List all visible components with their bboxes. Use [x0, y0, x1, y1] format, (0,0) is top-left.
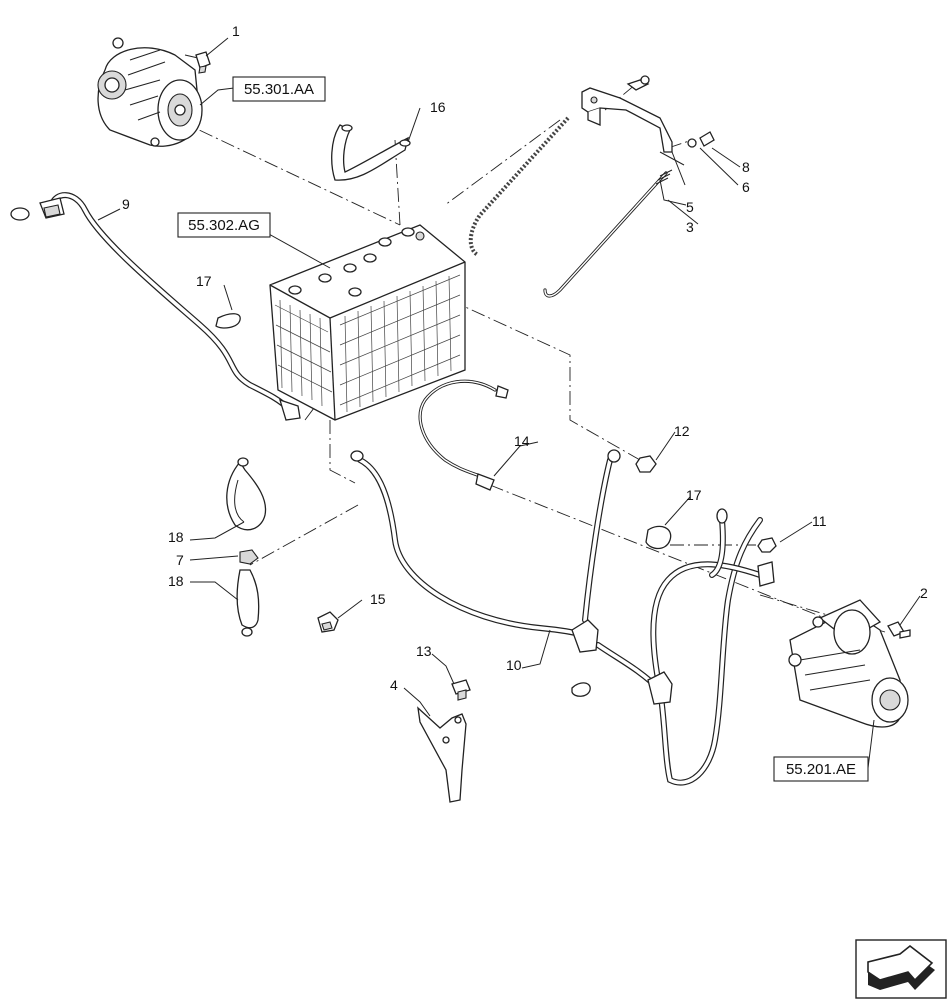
svg-text:55.302.AG: 55.302.AG [188, 217, 260, 234]
callout-9: 9 [122, 196, 130, 212]
bolt-1[interactable] [195, 51, 211, 74]
callout-15: 15 [370, 591, 386, 607]
bolt-13[interactable] [451, 679, 471, 701]
callout-18-lower: 18 [168, 573, 184, 589]
nut-12[interactable] [635, 455, 657, 473]
callout-13: 13 [416, 643, 432, 659]
ground-strap-upper[interactable] [226, 457, 267, 531]
battery-strap[interactable] [331, 124, 411, 181]
washer-6[interactable] [687, 138, 697, 148]
hidden-rod-dotted [468, 116, 570, 257]
callout-2: 2 [920, 585, 928, 601]
callout-16: 16 [430, 99, 446, 115]
callout-17-lower: 17 [686, 487, 702, 503]
reference-label-55-201-AE[interactable]: 55.201.AE [773, 756, 869, 782]
clip-17-lower[interactable] [645, 525, 672, 550]
reference-label-55-301-AA[interactable]: 55.301.AA [232, 76, 326, 102]
sensor-15[interactable] [317, 611, 339, 633]
bolt-2[interactable] [887, 621, 911, 639]
callout-5: 5 [686, 199, 694, 215]
callout-4: 4 [390, 677, 398, 693]
bolt-8[interactable] [699, 131, 715, 147]
clip-17-upper[interactable] [215, 313, 241, 329]
callout-14: 14 [514, 433, 530, 449]
callout-1: 1 [232, 23, 240, 39]
callout-17-upper: 17 [196, 273, 212, 289]
next-page-arrow-icon[interactable] [855, 939, 947, 999]
callout-3: 3 [686, 219, 694, 235]
callout-18-upper: 18 [168, 529, 184, 545]
part-callouts: 1 2 3 4 5 6 7 8 9 10 11 12 13 14 15 16 1… [122, 23, 928, 693]
alternator-harness[interactable] [10, 192, 301, 421]
hold-down-rod[interactable] [543, 169, 673, 298]
nut-11[interactable] [757, 537, 777, 553]
reference-label-55-302-AG[interactable]: 55.302.AG [177, 212, 271, 238]
callout-10: 10 [506, 657, 522, 673]
svg-text:55.301.AA: 55.301.AA [244, 81, 314, 98]
star-washer-7[interactable] [239, 549, 259, 565]
svg-text:55.201.AE: 55.201.AE [786, 761, 856, 778]
mounting-bracket-4[interactable] [417, 706, 467, 803]
main-battery-cable[interactable] [350, 449, 775, 786]
callout-7: 7 [176, 552, 184, 568]
battery-hold-bracket[interactable] [581, 75, 673, 153]
starter-motor[interactable] [788, 599, 909, 728]
callout-8: 8 [742, 159, 750, 175]
battery[interactable] [269, 224, 466, 421]
callout-6: 6 [742, 179, 750, 195]
callout-11: 11 [812, 513, 827, 529]
leader-lines [97, 37, 921, 769]
callout-12: 12 [674, 423, 690, 439]
ground-cable[interactable] [418, 379, 509, 491]
alternator[interactable] [97, 37, 203, 147]
ground-strap-lower[interactable] [236, 569, 260, 637]
